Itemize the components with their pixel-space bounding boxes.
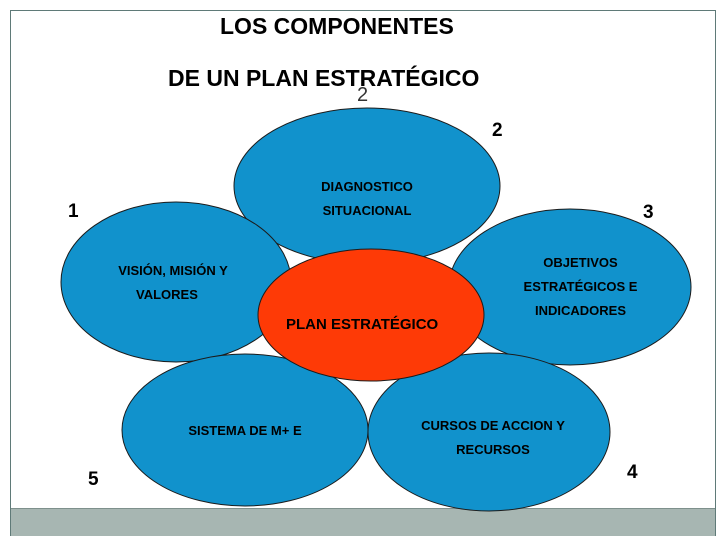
component-number-1: 1 [68, 201, 79, 222]
component-number-3: 3 [643, 202, 654, 223]
label-objetivos: OBJETIVOS ESTRATÉGICOS E INDICADORES [503, 251, 658, 323]
label-diagnostico: DIAGNOSTICO SITUACIONAL [307, 175, 427, 223]
title-line-2: DE UN PLAN ESTRATÉGICO [168, 65, 480, 91]
label-cursos: CURSOS DE ACCION Y RECURSOS [403, 414, 583, 462]
title-line-1: LOS COMPONENTES [220, 13, 454, 39]
component-number-5: 5 [88, 469, 99, 490]
label-plan-estrategico: PLAN ESTRATÉGICO [286, 316, 439, 333]
label-line: CURSOS DE ACCION Y [421, 418, 565, 433]
label-line: DIAGNOSTICO [321, 179, 413, 194]
label-line: SISTEMA DE M+ E [188, 423, 302, 438]
label-line: RECURSOS [456, 442, 530, 457]
slide-number: 2 [357, 84, 369, 106]
footer-band [11, 508, 715, 536]
ellipse-cursos [367, 352, 611, 512]
label-line: VALORES [136, 287, 198, 302]
component-number-4: 4 [627, 462, 638, 483]
label-line: ESTRATÉGICOS E [523, 279, 638, 294]
ellipse-plan-estrategico [257, 248, 485, 382]
label-line: SITUACIONAL [322, 203, 412, 218]
label-line: VISIÓN, MISIÓN Y [118, 263, 228, 278]
label-sistema: SISTEMA DE M+ E [165, 419, 325, 443]
label-line: OBJETIVOS [543, 255, 618, 270]
component-number-2: 2 [492, 120, 503, 141]
label-vision: VISIÓN, MISIÓN Y VALORES [98, 259, 248, 307]
label-line: INDICADORES [534, 303, 626, 318]
